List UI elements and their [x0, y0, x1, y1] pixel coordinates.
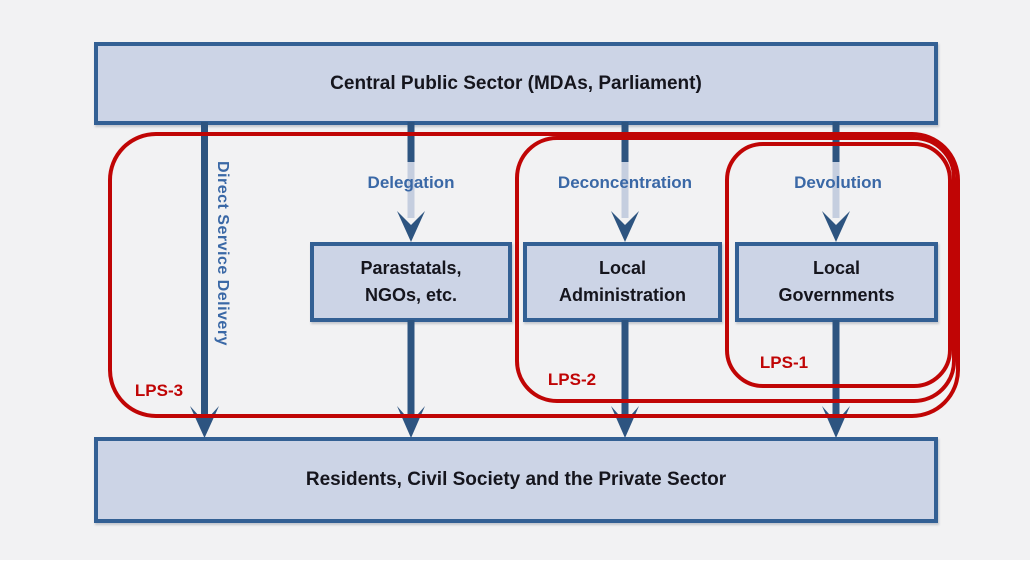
- delegation-arrowhead-icon: [397, 211, 425, 242]
- local-governments-label-line2: Governments: [778, 285, 895, 305]
- local-governments-label-line1: Local: [812, 258, 860, 278]
- residents-box: Residents, Civil Society and the Private…: [94, 437, 938, 523]
- deconcentration-lower-arrowhead-icon: [611, 406, 639, 438]
- local-administration-label-line1: Local: [598, 258, 646, 278]
- dsd-arrowhead-icon: [190, 406, 219, 438]
- parastatals-box: Parastatals, NGOs, etc.: [310, 242, 512, 322]
- deconcentration-label: Deconcentration: [557, 173, 693, 192]
- direct-service-delivery-label: Direct Service Delivery: [214, 161, 231, 346]
- devolution-label: Devolution: [794, 173, 882, 192]
- deconcentration-arrowhead-icon: [611, 211, 639, 242]
- lps1-label: LPS-1: [759, 353, 809, 372]
- residents-label: Residents, Civil Society and the Private…: [305, 469, 727, 490]
- local-administration-box: Local Administration: [523, 242, 722, 322]
- local-governments-box: Local Governments: [735, 242, 938, 322]
- parastatals-label-line2: NGOs, etc.: [364, 285, 458, 305]
- lps2-label: LPS-2: [547, 370, 597, 389]
- delegation-lower-arrowhead-icon: [397, 406, 425, 438]
- delegation-label: Delegation: [367, 173, 455, 192]
- local-administration-label-line2: Administration: [558, 285, 686, 305]
- devolution-arrowhead-icon: [822, 211, 850, 242]
- parastatals-label-line1: Parastatals,: [360, 258, 462, 278]
- devolution-lower-arrowhead-icon: [822, 406, 850, 438]
- footer-strip: [0, 560, 1030, 578]
- central-public-sector-label: Central Public Sector (MDAs, Parliament): [330, 72, 702, 94]
- lps3-label: LPS-3: [134, 381, 184, 400]
- central-public-sector-box: Central Public Sector (MDAs, Parliament): [94, 42, 938, 125]
